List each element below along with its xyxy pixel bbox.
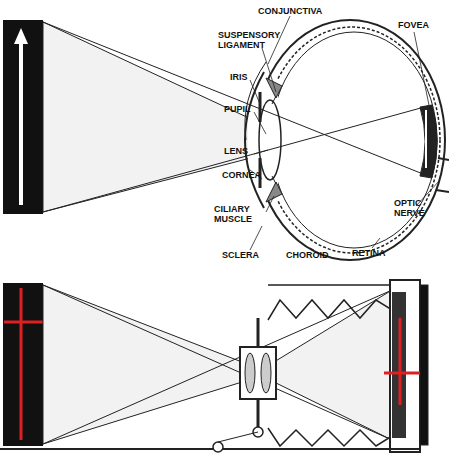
object-band	[3, 20, 43, 214]
part-label: OPTIC NERVE	[394, 198, 444, 218]
knob	[213, 442, 223, 452]
leader	[250, 226, 262, 250]
ray	[43, 22, 428, 176]
part-label: FOVEA	[398, 20, 448, 30]
red-cross	[399, 318, 402, 405]
arrow-head	[14, 28, 28, 44]
film-image	[392, 292, 406, 438]
part-label: SUSPENSORY LIGAMENT	[218, 30, 298, 50]
lens	[259, 100, 281, 180]
part-label: PUPIL	[224, 104, 264, 114]
part-label: CONJUNCTIVA	[258, 6, 348, 16]
ray	[43, 285, 392, 440]
camera-body	[0, 280, 428, 452]
ciliary-bottom	[266, 182, 282, 202]
object-arrow	[19, 40, 23, 205]
ciliary-top	[266, 78, 282, 98]
leader	[254, 112, 266, 134]
ligament	[272, 96, 276, 104]
leader	[372, 238, 380, 248]
lens-element	[261, 353, 271, 393]
part-label: CHOROID	[286, 250, 341, 260]
light-beam	[43, 22, 266, 212]
ligament	[272, 176, 276, 184]
retina-image	[420, 105, 437, 178]
ray	[43, 106, 428, 212]
red-cross	[20, 288, 23, 440]
choroid-outline	[264, 27, 440, 253]
optic-nerve	[436, 190, 449, 192]
leader	[310, 248, 314, 250]
part-label: IRIS	[230, 72, 270, 82]
camera-beam	[43, 285, 392, 444]
leader	[266, 196, 274, 212]
part-label: CORNEA	[222, 170, 272, 180]
conjunctiva	[245, 62, 266, 140]
film-holder	[420, 285, 428, 445]
bellows-bottom	[268, 428, 392, 446]
part-label: RETINA	[352, 248, 402, 258]
bellows-top	[268, 285, 392, 320]
linkage	[218, 432, 258, 442]
object-band	[3, 283, 43, 446]
ray	[43, 290, 392, 444]
lens-barrel	[240, 347, 276, 399]
beam	[43, 22, 266, 212]
red-cross	[384, 372, 420, 375]
sclera-outline	[255, 20, 445, 260]
leader	[414, 32, 430, 110]
beam	[43, 285, 242, 444]
rays	[43, 22, 428, 212]
camera-back	[390, 280, 420, 452]
iris-top	[259, 92, 262, 122]
leader	[250, 80, 260, 104]
optic-nerve	[438, 158, 449, 160]
eye-object	[3, 20, 43, 214]
lens-element	[245, 353, 255, 393]
leader	[262, 48, 276, 92]
rail	[0, 448, 420, 450]
eyeball	[245, 20, 449, 260]
part-label: CILIARY MUSCLE	[214, 204, 274, 224]
leader	[254, 150, 268, 154]
image-arrow	[425, 110, 427, 168]
part-label: LENS	[224, 146, 264, 156]
part-label: SCLERA	[222, 250, 272, 260]
